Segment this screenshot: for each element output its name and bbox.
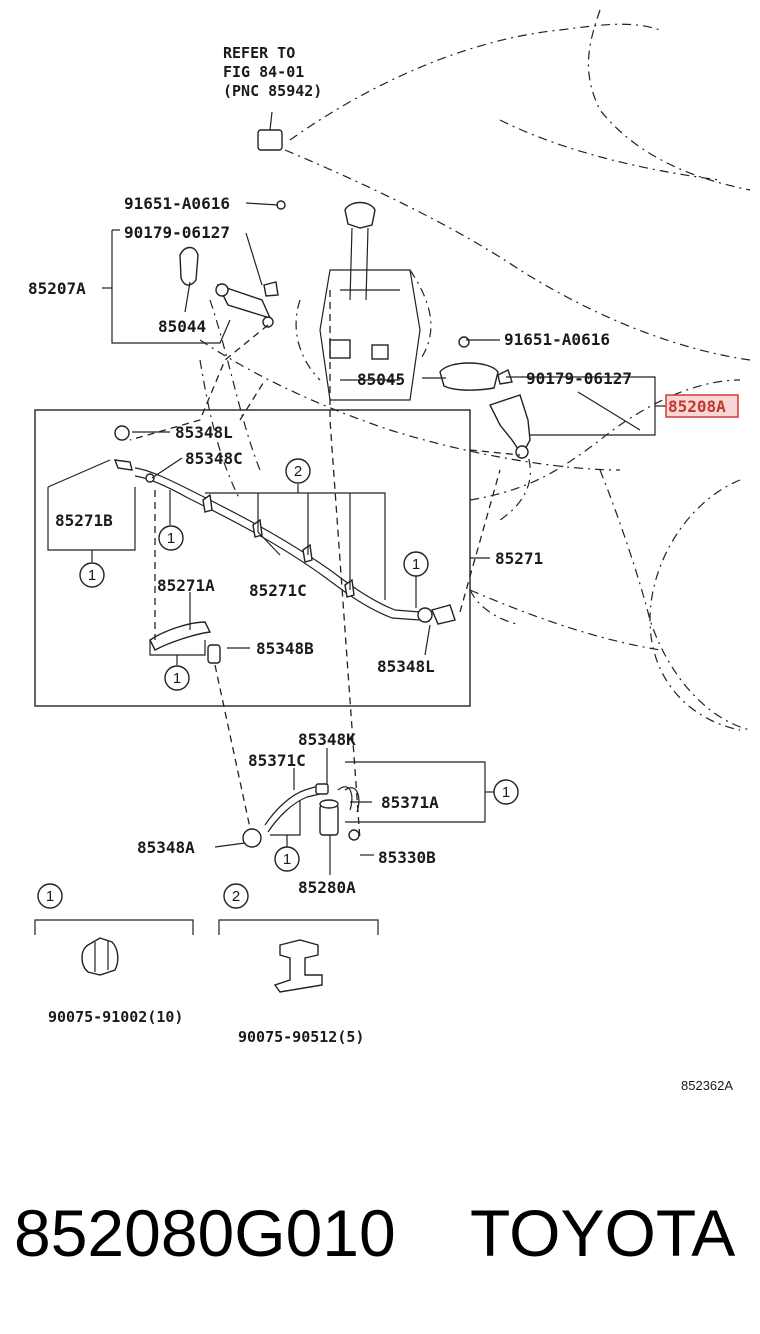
svg-text:1: 1 <box>173 670 181 687</box>
callouts: 1 1 2 1 1 1 1 <box>79 458 519 872</box>
callout-1-f: 1 <box>274 846 300 872</box>
callout-1-c: 1 <box>403 551 429 577</box>
label-85348a[interactable]: 85348A <box>137 838 195 857</box>
label-85348k[interactable]: 85348K <box>298 730 356 749</box>
label-85044[interactable]: 85044 <box>158 317 206 336</box>
refer-line-2: FIG 84-01 <box>223 63 304 81</box>
svg-text:2: 2 <box>232 888 240 905</box>
refer-line-3: (PNC 85942) <box>223 82 322 100</box>
diagram-reference: 852362A <box>681 1078 733 1093</box>
label-85208a[interactable]: 85208A <box>668 397 726 416</box>
label-85348l-top[interactable]: 85348L <box>175 423 233 442</box>
leader-lines <box>47 111 666 875</box>
legend-part-2[interactable]: 90075-90512(5) <box>238 1028 364 1046</box>
label-90179-06127-right[interactable]: 90179-06127 <box>526 369 632 388</box>
label-91651-a0616-left[interactable]: 91651-A0616 <box>124 194 230 213</box>
callout-1-a: 1 <box>158 525 184 551</box>
callout-2-a: 2 <box>285 458 311 484</box>
label-85371a[interactable]: 85371A <box>381 793 439 812</box>
svg-text:1: 1 <box>412 556 420 573</box>
callout-1-b: 1 <box>79 562 105 588</box>
vehicle-body-outline <box>199 9 751 731</box>
footer-brand: TOYOTA <box>470 1196 735 1270</box>
svg-text:1: 1 <box>167 530 175 547</box>
right-nozzle-assembly <box>439 336 531 459</box>
legend-item-1: 1 90075-91002(10) <box>34 883 194 1026</box>
svg-text:1: 1 <box>283 851 291 868</box>
refer-line-1: REFER TO <box>223 44 295 62</box>
label-85348l-bottom[interactable]: 85348L <box>377 657 435 676</box>
clip-2-icon <box>273 939 323 993</box>
label-85280a[interactable]: 85280A <box>298 878 356 897</box>
clip-1-icon <box>81 937 119 976</box>
label-91651-a0616-right[interactable]: 91651-A0616 <box>504 330 610 349</box>
svg-text:1: 1 <box>502 784 510 801</box>
pump-hose-assembly <box>242 783 360 848</box>
part-labels: REFER TO FIG 84-01 (PNC 85942) 91651-A06… <box>28 44 726 897</box>
svg-text:1: 1 <box>46 888 54 905</box>
label-85271c[interactable]: 85271C <box>249 581 307 600</box>
svg-text:1: 1 <box>88 567 96 584</box>
callout-1-e: 1 <box>493 779 519 805</box>
label-85271b[interactable]: 85271B <box>55 511 113 530</box>
label-85348b[interactable]: 85348B <box>256 639 314 658</box>
callout-1-d: 1 <box>164 665 190 691</box>
svg-text:2: 2 <box>294 463 302 480</box>
label-85330b[interactable]: 85330B <box>378 848 436 867</box>
washer-tank <box>319 201 421 401</box>
left-nozzle-assembly <box>179 129 286 328</box>
label-90179-06127-left[interactable]: 90179-06127 <box>124 223 230 242</box>
label-85207a[interactable]: 85207A <box>28 279 86 298</box>
label-85271[interactable]: 85271 <box>495 549 543 568</box>
footer-part-number: 852080G010 <box>14 1196 396 1270</box>
label-85371c[interactable]: 85371C <box>248 751 306 770</box>
label-85348c[interactable]: 85348C <box>185 449 243 468</box>
label-85045[interactable]: 85045 <box>357 370 405 389</box>
label-85271a[interactable]: 85271A <box>157 576 215 595</box>
legend: 1 90075-91002(10) 2 90075-90512(5) <box>34 883 379 1046</box>
highlight-box <box>665 394 739 418</box>
legend-part-1[interactable]: 90075-91002(10) <box>48 1008 183 1026</box>
connection-lines <box>129 290 521 841</box>
legend-item-2: 2 90075-90512(5) <box>218 883 379 1046</box>
